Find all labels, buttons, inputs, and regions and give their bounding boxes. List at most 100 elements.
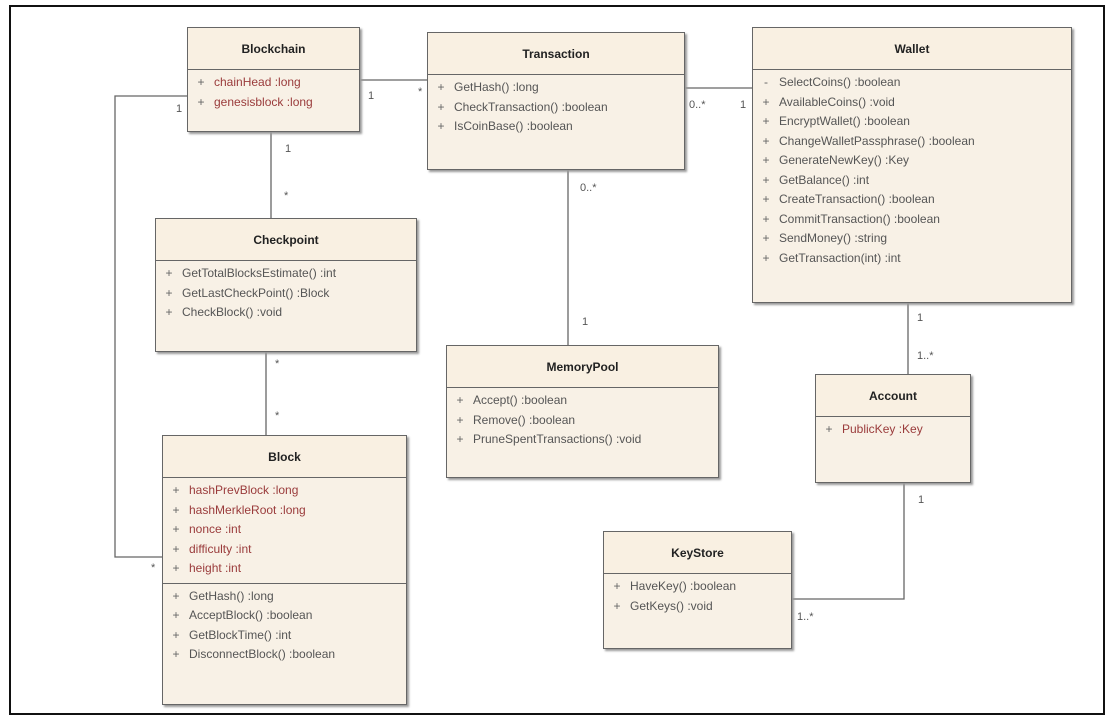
method-row: + CommitTransaction() :boolean xyxy=(753,210,1071,230)
methods-compartment: +GetHash() :long+CheckTransaction() :boo… xyxy=(428,75,684,141)
attribute-text: PublicKey :Key xyxy=(842,422,923,436)
attribute-text: chainHead :long xyxy=(214,75,301,89)
method-row: +Accept() :boolean xyxy=(447,391,718,411)
method-text: AcceptBlock() :boolean xyxy=(189,608,313,622)
visibility-marker: + xyxy=(825,422,833,436)
class-block[interactable]: Block+hashPrevBlock :long+hashMerkleRoot… xyxy=(162,435,407,705)
diagram-frame xyxy=(9,5,1105,715)
multiplicity-label: 1 xyxy=(176,103,183,115)
method-text: GetBlockTime() :int xyxy=(189,627,292,642)
method-row: + Remove() :boolean xyxy=(447,411,718,431)
class-memorypool[interactable]: MemoryPool+Accept() :boolean+Remove() :b… xyxy=(446,345,719,478)
class-name: Blockchain xyxy=(188,28,359,70)
visibility-marker: + xyxy=(437,80,445,94)
association-account-keystore xyxy=(792,483,905,600)
attribute-row: +genesisblock :long xyxy=(188,93,359,113)
method-text: EncryptWallet() :boolean xyxy=(779,114,910,128)
multiplicity-label: 1 xyxy=(285,143,292,155)
method-text: GetTransaction(int) :int xyxy=(779,250,901,265)
visibility-marker: + xyxy=(172,522,180,536)
methods-compartment: + GetHash() :long +AcceptBlock() :boolean+… xyxy=(163,584,406,669)
method-row: +IsCoinBase() :boolean xyxy=(428,117,684,137)
attributes-compartment: +chainHead :long+genesisblock :long xyxy=(188,70,359,116)
visibility-marker: + xyxy=(762,153,770,167)
visibility-marker: + xyxy=(762,114,770,128)
method-row: +AcceptBlock() :boolean xyxy=(163,606,406,626)
attribute-text: genesisblock :long xyxy=(214,94,313,109)
visibility-marker: + xyxy=(762,94,770,109)
methods-compartment: +HaveKey() :boolean+GetKeys() :void xyxy=(604,574,791,620)
method-row: + CheckTransaction() :boolean xyxy=(428,98,684,118)
method-row: -SelectCoins() :boolean xyxy=(753,73,1071,93)
visibility-marker: + xyxy=(172,483,180,497)
method-row: +HaveKey() :boolean xyxy=(604,577,791,597)
method-text: GenerateNewKey() :Key xyxy=(779,153,910,167)
attributes-compartment: +hashPrevBlock :long+hashMerkleRoot :lon… xyxy=(163,478,406,584)
class-keystore[interactable]: KeyStore+HaveKey() :boolean+GetKeys() :v… xyxy=(603,531,792,649)
class-blockchain[interactable]: Blockchain+chainHead :long+genesisblock … xyxy=(187,27,360,132)
class-name: Account xyxy=(816,375,970,417)
attribute-row: +nonce :int xyxy=(163,520,406,540)
attribute-row: +difficulty :int xyxy=(163,540,406,560)
visibility-marker: + xyxy=(762,231,770,245)
method-row: + EncryptWallet() :boolean xyxy=(753,112,1071,132)
visibility-marker: + xyxy=(165,285,173,300)
association-blockchain-block xyxy=(114,95,187,558)
method-text: Remove() :boolean xyxy=(473,412,576,427)
visibility-marker: + xyxy=(762,133,770,148)
visibility-marker: + xyxy=(762,250,770,265)
class-name: KeyStore xyxy=(604,532,791,574)
method-row: +ChangeWalletPassphrase() :boolean xyxy=(753,132,1071,152)
multiplicity-label: 1 xyxy=(740,99,747,111)
attribute-row: +chainHead :long xyxy=(188,73,359,93)
attribute-text: difficulty :int xyxy=(189,541,252,556)
method-text: SendMoney() :string xyxy=(779,231,888,245)
multiplicity-label: 0..* xyxy=(689,99,706,111)
class-transaction[interactable]: Transaction+GetHash() :long+CheckTransac… xyxy=(427,32,685,170)
multiplicity-label: * xyxy=(275,358,280,370)
visibility-marker: + xyxy=(456,412,464,427)
attributes-compartment: + PublicKey :Key xyxy=(816,417,970,444)
methods-compartment: +GetTotalBlocksEstimate() :int+GetLastCh… xyxy=(156,261,416,327)
class-name: Transaction xyxy=(428,33,684,75)
method-row: +GetBalance() :int xyxy=(753,171,1071,191)
method-text: PruneSpentTransactions() :void xyxy=(473,432,642,446)
method-text: GetHash() :long xyxy=(189,588,274,603)
method-text: IsCoinBase() :boolean xyxy=(454,119,573,133)
attribute-row: +hashPrevBlock :long xyxy=(163,481,406,501)
class-account[interactable]: Account + PublicKey :Key xyxy=(815,374,971,483)
method-text: CheckTransaction() :boolean xyxy=(454,99,608,114)
visibility-marker: + xyxy=(762,172,770,187)
visibility-marker: + xyxy=(762,211,770,226)
multiplicity-label: 1 xyxy=(917,312,924,324)
method-text: AvailableCoins() :void xyxy=(779,94,895,109)
multiplicity-label: * xyxy=(151,562,156,574)
visibility-marker: + xyxy=(172,588,180,603)
multiplicity-label: * xyxy=(418,86,423,98)
method-text: CommitTransaction() :boolean xyxy=(779,211,940,226)
visibility-marker: + xyxy=(165,266,173,280)
attribute-text: height :int xyxy=(189,561,242,575)
method-text: DisconnectBlock() :boolean xyxy=(189,647,336,661)
method-text: HaveKey() :boolean xyxy=(630,579,737,593)
multiplicity-label: 1..* xyxy=(917,350,934,362)
method-row: + GetHash() :long xyxy=(163,587,406,607)
method-row: + GenerateNewKey() :Key xyxy=(753,151,1071,171)
method-row: + GetTransaction(int) :int xyxy=(753,249,1071,269)
class-checkpoint[interactable]: Checkpoint + GetTotalBlocksEstimate() :int… xyxy=(155,218,417,352)
class-name: Wallet xyxy=(753,28,1071,70)
method-row: +CreateTransaction() :boolean xyxy=(753,190,1071,210)
class-wallet[interactable]: Wallet-SelectCoins() :boolean+AvailableC… xyxy=(752,27,1072,303)
multiplicity-label: 1 xyxy=(582,316,589,328)
method-row: + GetTotalBlocksEstimate() :int xyxy=(156,264,416,284)
visibility-marker: + xyxy=(437,99,445,114)
class-name: Checkpoint xyxy=(156,219,416,261)
multiplicity-label: * xyxy=(275,410,280,422)
visibility-marker: + xyxy=(456,393,464,407)
multiplicity-label: 1 xyxy=(918,494,925,506)
method-text: GetTotalBlocksEstimate() :int xyxy=(182,266,337,280)
visibility-marker: + xyxy=(613,598,621,613)
multiplicity-label: * xyxy=(284,190,289,202)
multiplicity-label: 1..* xyxy=(797,611,814,623)
